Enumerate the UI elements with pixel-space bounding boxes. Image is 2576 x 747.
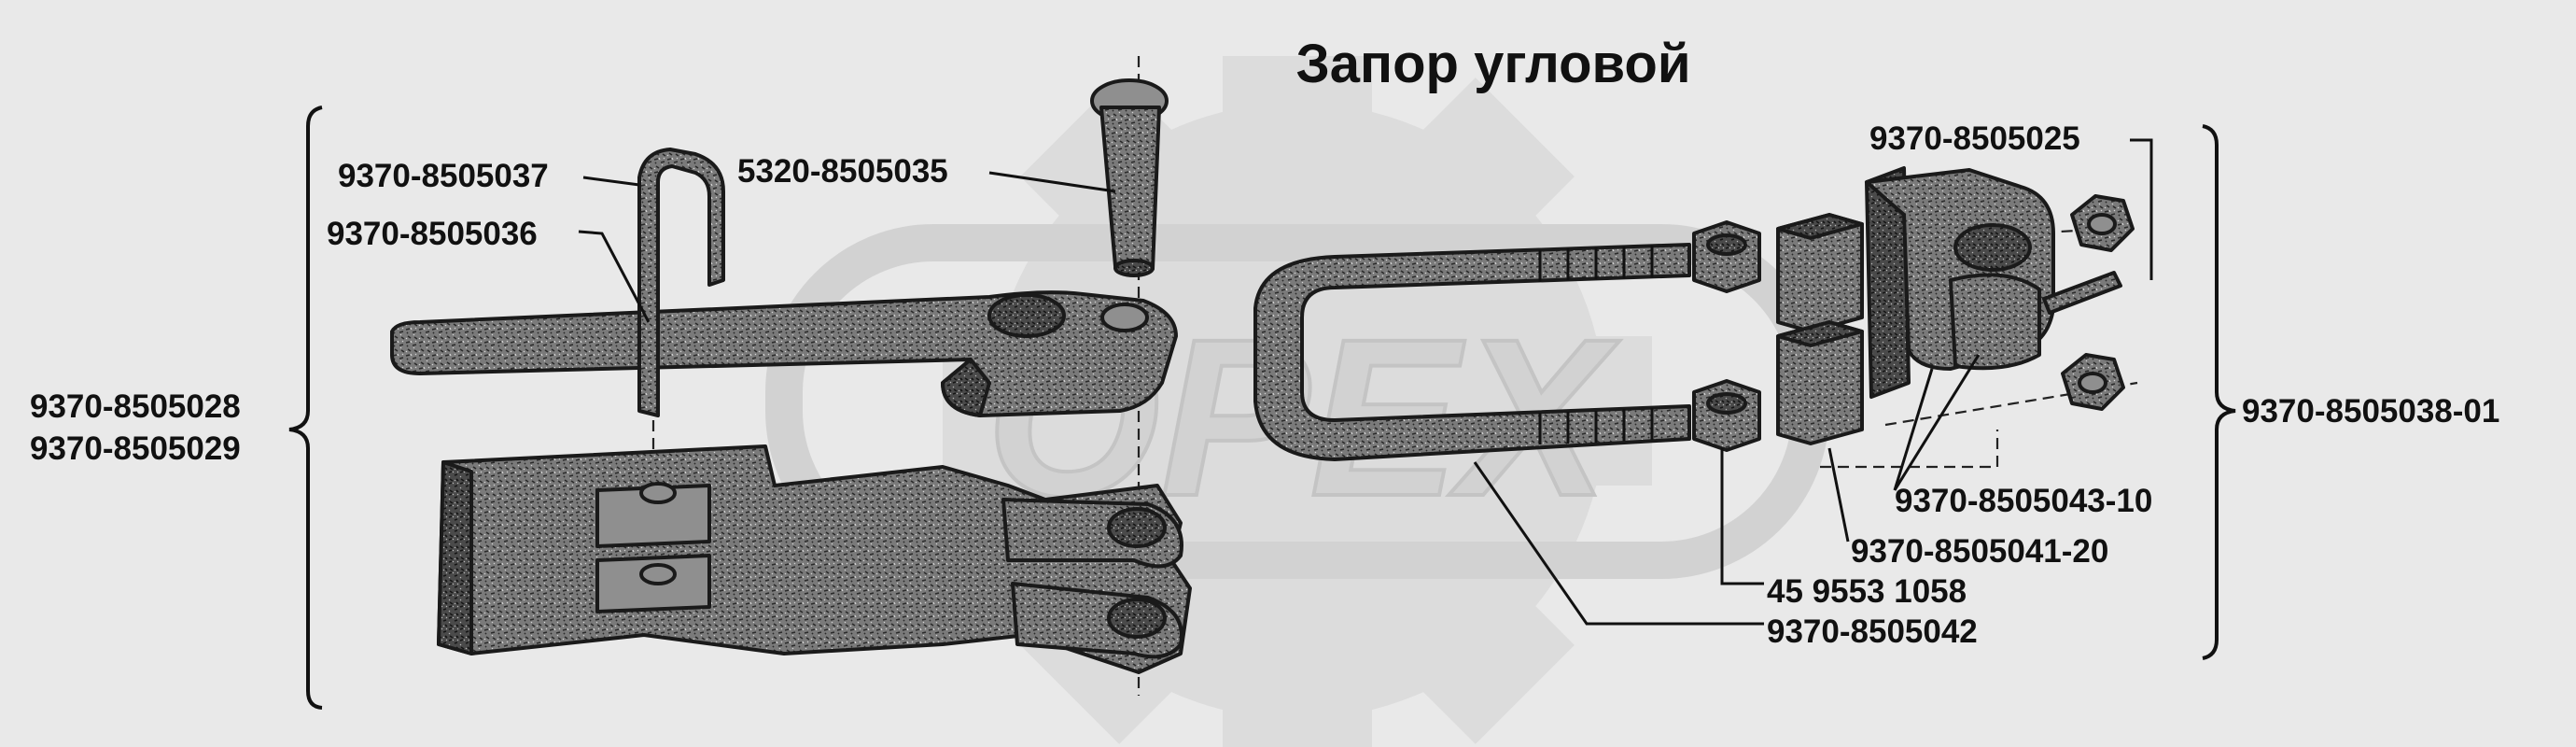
label-9370-8505043-10: 9370-8505043-10 <box>1895 483 2152 519</box>
leader-lines <box>578 138 2153 626</box>
u-bolt <box>1253 243 1691 461</box>
pivot-pin <box>1090 78 1169 277</box>
label-9370-8505025: 9370-8505025 <box>1869 120 2080 157</box>
label-9370-8505037: 9370-8505037 <box>338 158 549 194</box>
assembly-braces <box>288 106 2236 710</box>
lever-handle <box>390 290 1178 417</box>
cotter-pin <box>2042 271 2122 315</box>
staple-pin <box>637 148 725 417</box>
corner-bracket <box>1865 166 2055 399</box>
label-9370-8505041-20: 9370-8505041-20 <box>1851 533 2108 570</box>
label-9370-8505036: 9370-8505036 <box>327 216 538 252</box>
diagram-title: Запор угловой <box>1295 34 1690 94</box>
hinge-base-plate <box>437 444 1192 674</box>
nuts <box>1692 194 2135 452</box>
label-9370-8505029: 9370-8505029 <box>30 430 241 467</box>
label-45-9553-1058: 45 9553 1058 <box>1767 573 1967 610</box>
label-9370-8505038-01: 9370-8505038-01 <box>2242 393 2499 430</box>
label-5320-8505035: 5320-8505035 <box>737 153 948 190</box>
label-9370-8505028: 9370-8505028 <box>30 388 241 425</box>
spacer-blocks <box>1776 213 1864 445</box>
label-9370-8505042: 9370-8505042 <box>1767 613 1978 650</box>
